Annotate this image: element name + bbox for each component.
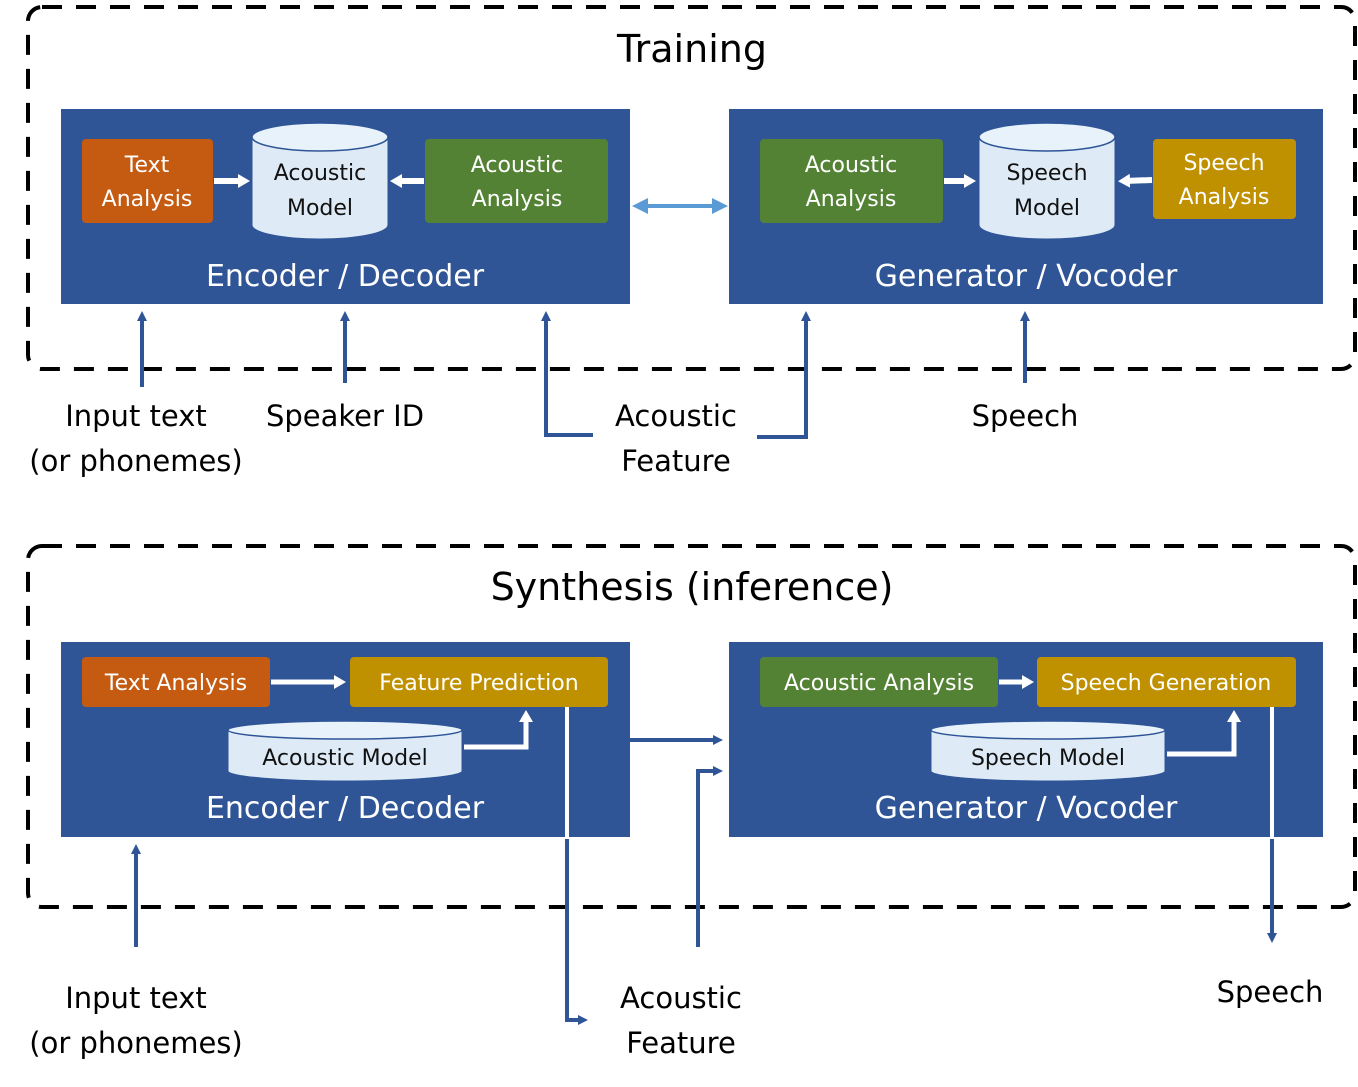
input-text-sublabel: (or phonemes) <box>29 1026 242 1060</box>
acoustic-model-label-2: Model <box>287 196 353 221</box>
synthesis-generator-block: Acoustic Analysis Speech Generation Spee… <box>729 642 1323 837</box>
speech-model-database-icon: Speech Model <box>930 720 1166 782</box>
training-title: Training <box>616 27 767 71</box>
training-dashed-border <box>26 5 1357 371</box>
speech-model-database-icon: Speech Model <box>978 122 1116 240</box>
bidirectional-arrow-icon <box>632 198 728 214</box>
acoustic-model-label-1: Acoustic <box>274 161 366 186</box>
encoder-decoder-label: Encoder / Decoder <box>206 791 485 826</box>
feature-prediction-box: Feature Prediction <box>350 657 608 707</box>
acoustic-feature-label-1: Acoustic <box>620 981 742 1015</box>
speech-label: Speech <box>972 399 1079 433</box>
encoder-decoder-label: Encoder / Decoder <box>206 259 485 294</box>
acoustic-analysis-label-2: Analysis <box>806 187 897 212</box>
acoustic-model-database-icon: Acoustic Model <box>227 720 463 782</box>
text-analysis-label: Text Analysis <box>104 671 247 696</box>
acoustic-analysis-box: Acoustic Analysis <box>425 139 608 223</box>
speech-model-label-2: Model <box>1014 196 1080 221</box>
synthesis-section: Synthesis (inference) Text Analysis Feat… <box>26 544 1357 1060</box>
speech-model-label: Speech Model <box>971 746 1125 771</box>
acoustic-feature-label-2: Feature <box>621 444 731 478</box>
synthesis-dashed-border <box>26 544 1357 909</box>
generator-vocoder-label: Generator / Vocoder <box>875 259 1178 294</box>
speech-generation-box: Speech Generation <box>1037 657 1296 707</box>
arrow-model-to-speech-generation <box>1167 710 1241 757</box>
acoustic-feature-label-1: Acoustic <box>615 399 737 433</box>
arrow-acoustic-feature-to-encoder <box>541 311 593 437</box>
arrow-feature-prediction-to-acoustic-feature <box>565 839 588 1025</box>
speech-analysis-box: Speech Analysis <box>1153 139 1296 219</box>
speech-generation-label: Speech Generation <box>1061 671 1272 696</box>
acoustic-analysis-label: Acoustic Analysis <box>784 671 974 696</box>
input-text-label: Input text <box>65 981 207 1015</box>
text-analysis-box: Text Analysis <box>82 657 270 707</box>
acoustic-analysis-label-1: Acoustic <box>471 153 563 178</box>
speech-analysis-label-2: Analysis <box>1179 185 1270 210</box>
feature-prediction-label: Feature Prediction <box>379 671 578 696</box>
text-analysis-label-2: Analysis <box>102 187 193 212</box>
speech-output-label: Speech <box>1217 975 1324 1009</box>
arrow-speech-analysis-to-model <box>1118 173 1153 188</box>
synthesis-title: Synthesis (inference) <box>491 565 894 609</box>
text-analysis-box: Text Analysis <box>82 139 213 223</box>
acoustic-feature-label-2: Feature <box>626 1026 736 1060</box>
acoustic-analysis-box: Acoustic Analysis <box>760 139 943 223</box>
arrow-model-to-feature-prediction <box>464 710 533 750</box>
training-generator-block: Acoustic Analysis Speech Model Speech An… <box>729 109 1323 304</box>
arrow-acoustic-feature-to-generator <box>757 311 811 439</box>
training-input-arrows <box>137 311 1030 439</box>
text-analysis-label-1: Text <box>124 153 170 178</box>
generator-vocoder-label: Generator / Vocoder <box>875 791 1178 826</box>
training-encoder-block: Text Analysis Acoustic Model Acoustic An… <box>61 109 630 304</box>
arrow-acoustic-feature-to-generator <box>696 766 723 947</box>
training-section: Training Text Analysis Acoustic Model Ac… <box>26 5 1357 478</box>
speech-model-label-1: Speech <box>1006 161 1087 186</box>
input-text-sublabel: (or phonemes) <box>29 444 242 478</box>
input-text-label: Input text <box>65 399 207 433</box>
acoustic-analysis-label-2: Analysis <box>472 187 563 212</box>
acoustic-model-label: Acoustic Model <box>262 746 428 771</box>
acoustic-analysis-label-1: Acoustic <box>805 153 897 178</box>
speech-analysis-label-1: Speech <box>1183 151 1264 176</box>
synthesis-encoder-block: Text Analysis Feature Prediction Acousti… <box>61 642 630 837</box>
acoustic-analysis-box: Acoustic Analysis <box>760 657 998 707</box>
acoustic-model-database-icon: Acoustic Model <box>251 122 389 240</box>
speaker-id-label: Speaker ID <box>266 399 424 433</box>
